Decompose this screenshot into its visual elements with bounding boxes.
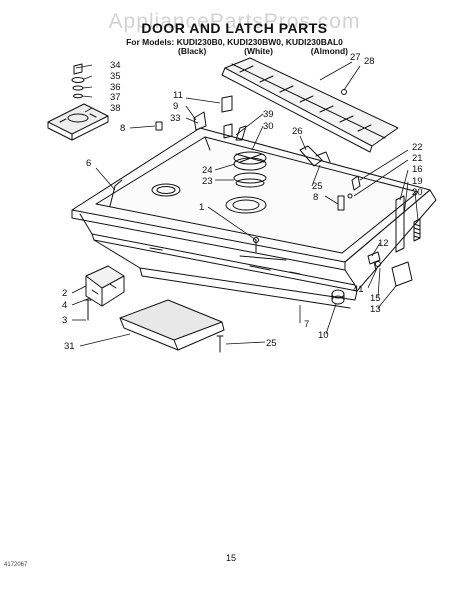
- callout-26: 26: [292, 126, 303, 137]
- callout-9: 9: [173, 101, 178, 112]
- callout-31: 31: [64, 341, 75, 352]
- callout-35: 35: [110, 71, 121, 82]
- callout-3: 3: [62, 315, 67, 326]
- callout-13: 13: [370, 304, 381, 315]
- callout-37: 37: [110, 92, 121, 103]
- finish-black: (Black): [178, 46, 207, 56]
- callout-23: 23: [202, 176, 213, 187]
- callout-28: 28: [364, 56, 375, 67]
- callout-41: 41: [353, 284, 364, 295]
- callout-19: 19: [412, 176, 423, 187]
- callout-11: 11: [173, 90, 183, 101]
- callout-27: 27: [350, 52, 361, 63]
- diagram-title: DOOR AND LATCH PARTS: [141, 20, 328, 36]
- leader-lines: [71, 61, 419, 347]
- document-code: 4172067: [4, 562, 28, 568]
- model-numbers: For Models: KUDI230B0, KUDI230BW0, KUDI2…: [126, 37, 343, 47]
- dispenser-assembly: [47, 63, 109, 141]
- callout-38: 38: [110, 103, 121, 114]
- callout-4: 4: [62, 300, 67, 311]
- callout-33: 33: [170, 113, 181, 124]
- callout-25-lower: 25: [266, 338, 277, 349]
- lower-latch: [84, 265, 125, 321]
- callout-12: 12: [378, 238, 389, 249]
- callout-34: 34: [110, 60, 121, 71]
- door-inner-panel: [71, 127, 437, 292]
- insulation-panel: [119, 299, 225, 353]
- callout-1: 1: [199, 202, 204, 213]
- callout-8-right: 8: [313, 192, 318, 203]
- finish-labels: (Black) (White) (Almond): [178, 46, 348, 56]
- callout-numbers: 34 35 36 37 38 8 6 11 9 33 39 30 24 23 2…: [62, 52, 423, 352]
- callout-10: 10: [318, 330, 329, 341]
- callout-24: 24: [202, 165, 213, 176]
- page-number: 15: [226, 553, 237, 563]
- callout-22: 22: [412, 142, 423, 153]
- rinse-aid-cap: [233, 125, 267, 188]
- callout-21: 21: [412, 153, 423, 164]
- callout-15: 15: [370, 293, 381, 304]
- finish-white: (White): [244, 46, 273, 56]
- watermark: AppliancePartsPros.com: [108, 10, 361, 33]
- latch-components: [155, 95, 345, 211]
- callout-30: 30: [263, 121, 274, 132]
- callout-39: 39: [263, 109, 274, 120]
- knob-and-screw: [253, 237, 345, 305]
- callout-20: 20: [412, 187, 423, 198]
- vent-louver: [221, 57, 399, 153]
- door-outer-panel: [93, 239, 358, 309]
- callout-8-upper: 8: [120, 123, 125, 134]
- callout-7: 7: [304, 319, 309, 330]
- callout-25-upper: 25: [312, 181, 323, 192]
- callout-36: 36: [110, 82, 121, 93]
- callout-2: 2: [62, 288, 67, 299]
- callout-16: 16: [412, 164, 423, 175]
- callout-6: 6: [86, 158, 91, 169]
- finish-almond: (Almond): [310, 46, 348, 56]
